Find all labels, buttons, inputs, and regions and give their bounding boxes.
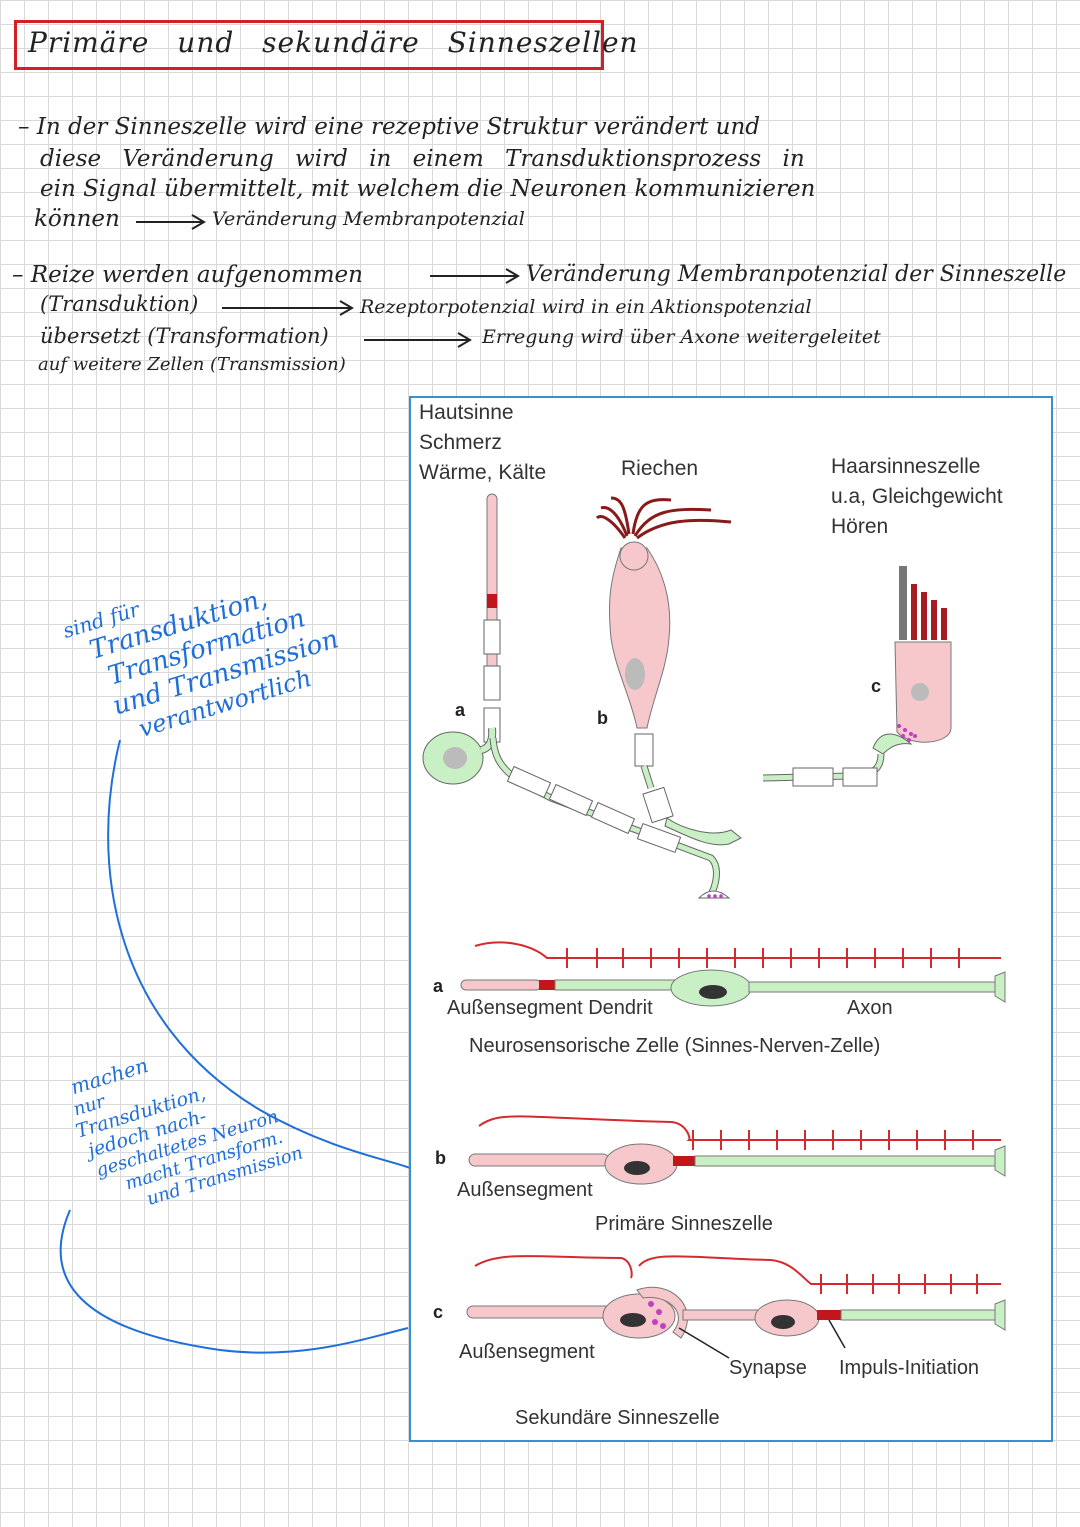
- figure-label-col-b: Riechen: [621, 457, 699, 480]
- figure-label-line: Wärme, Kälte: [419, 461, 547, 484]
- cell-diagrams: a b c: [422, 493, 1006, 1429]
- figure-label-line: Hautsinne: [419, 401, 514, 424]
- diagram-c-label: Außensegment: [459, 1341, 595, 1363]
- diagram-a-label-right: Axon: [847, 997, 893, 1019]
- note-p2-line4: auf weitere Zellen (Transmission): [38, 354, 346, 375]
- cell-c-letter: c: [871, 676, 881, 696]
- note-p2-line3b: Erregung wird über Axone weitergeleitet: [482, 326, 881, 348]
- diagram-c: [466, 1255, 1006, 1359]
- figure-label-col-a: Hautsinne Schmerz Wärme, Kälte: [419, 398, 546, 488]
- note-p2-line2a: (Transduktion): [40, 292, 199, 316]
- figure-panel: Hautsinne Schmerz Wärme, Kälte Riechen H…: [409, 396, 1053, 1442]
- note-p2-line1a: – Reize werden aufgenommen: [12, 262, 363, 288]
- diagram-a-label-left: Außensegment Dendrit: [447, 997, 653, 1019]
- arrow-icon: [222, 300, 354, 316]
- note-p1-line4b: Veränderung Membranpotenzial: [212, 208, 525, 230]
- cell-b-letter: b: [597, 708, 608, 728]
- diagram-b: [468, 1115, 1006, 1185]
- figure-label-line: Hören: [831, 515, 889, 538]
- note-p1-line3: ein Signal übermittelt, mit welchem die …: [40, 176, 816, 202]
- diagram-b-letter: b: [435, 1148, 446, 1168]
- title-box: [14, 20, 604, 70]
- diagram-c-letter: c: [433, 1302, 443, 1322]
- diagram-c-synapse-label: Synapse: [729, 1357, 807, 1379]
- figure-label-line: Haarsinneszelle: [831, 455, 981, 478]
- note-p2-line3a: übersetzt (Transformation): [40, 324, 329, 348]
- page-title: Primäre und sekundäre Sinneszellen: [28, 26, 639, 59]
- figure-label-col-c: Haarsinneszelle u.a, Gleichgewicht Hören: [831, 452, 1003, 542]
- note-p1-line4a: können: [34, 206, 120, 232]
- arrow-icon: [364, 332, 472, 348]
- note-p2-line1b: Veränderung Membranpotenzial der Sinnesz…: [526, 262, 1067, 287]
- diagram-a: [460, 941, 1006, 1007]
- note-p1-line1: – In der Sinneszelle wird eine rezeptive…: [18, 114, 760, 140]
- diagram-a-caption: Neurosensorische Zelle (Sinnes-Nerven-Ze…: [469, 1035, 880, 1057]
- cell-a-letter: a: [455, 700, 466, 720]
- diagram-b-caption: Primäre Sinneszelle: [595, 1213, 773, 1235]
- diagram-c-impulse-label: Impuls-Initiation: [839, 1357, 979, 1379]
- cell-a-drawing: [422, 493, 731, 899]
- cell-c-drawing: [762, 566, 952, 787]
- note-p2-line2b: Rezeptorpotenzial wird in ein Aktionspot…: [360, 296, 812, 318]
- diagram-b-label: Außensegment: [457, 1179, 593, 1201]
- figure-label-line: u.a, Gleichgewicht: [831, 485, 1003, 508]
- diagram-a-letter: a: [433, 976, 444, 996]
- note-p1-line2: diese Veränderung wird in einem Transduk…: [40, 146, 805, 172]
- arrow-icon: [430, 268, 520, 284]
- figure-label-line: Schmerz: [419, 431, 502, 454]
- arrow-icon: [136, 214, 206, 230]
- diagram-c-caption: Sekundäre Sinneszelle: [515, 1407, 720, 1429]
- cell-b-drawing: [595, 496, 742, 846]
